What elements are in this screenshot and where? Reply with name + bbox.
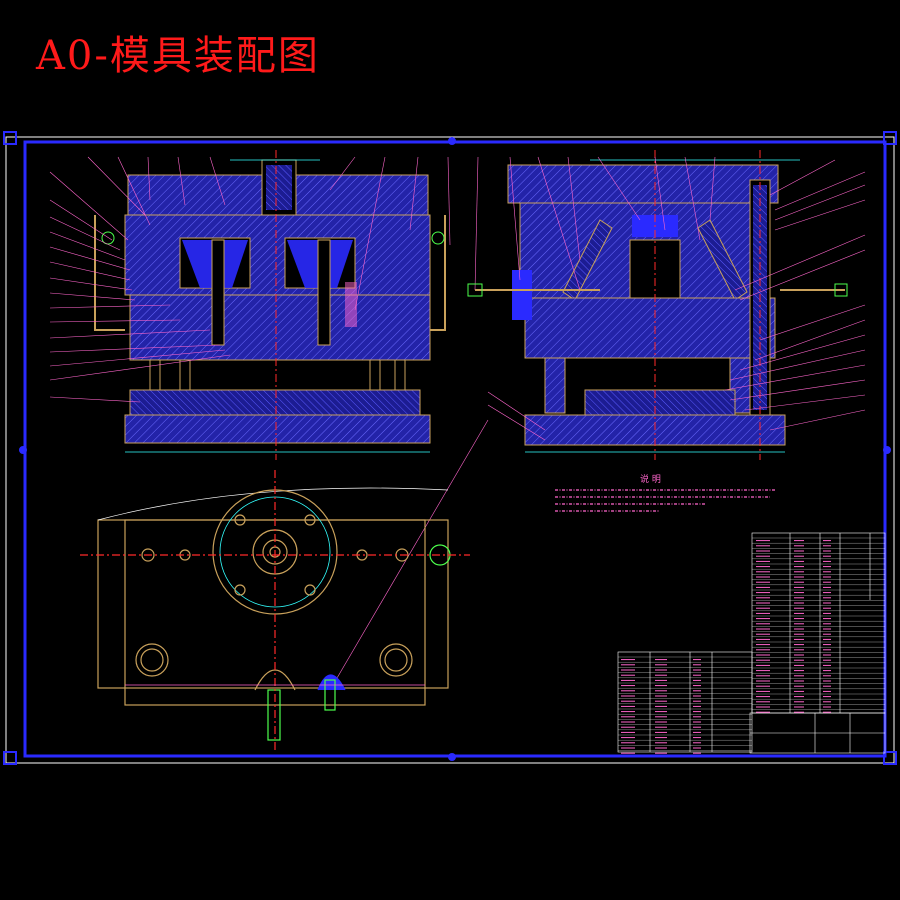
- mold-plan-view: [80, 470, 470, 750]
- drawing-title: A0-模具装配图: [36, 33, 320, 79]
- leader-lines-left: [49, 156, 479, 403]
- table-text-marks: [621, 540, 831, 754]
- notes-heading: 说 明: [640, 473, 661, 485]
- title-block-table: [617, 532, 886, 754]
- leader-lines-right: [329, 156, 866, 691]
- table-rows: [618, 537, 885, 751]
- frame-markers: [3, 131, 897, 765]
- technical-notes: 说 明: [555, 473, 775, 512]
- mold-section-left: [94, 150, 446, 460]
- mold-section-right: [467, 150, 848, 460]
- sheet-border-outer: [5, 136, 895, 764]
